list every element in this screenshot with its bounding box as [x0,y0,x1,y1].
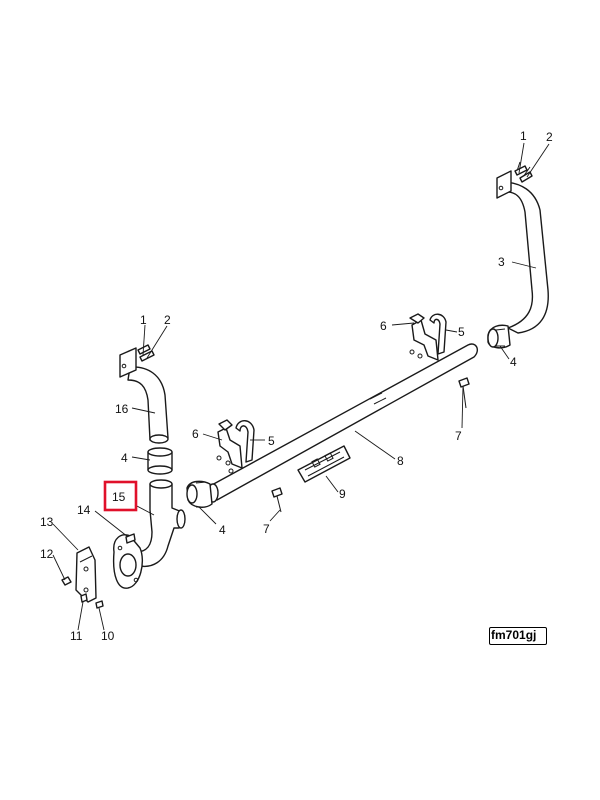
mid-pipe-clamp [186,480,213,508]
callout-labels: 1 2 3 4 6 5 7 1 2 16 6 5 8 4 9 15 14 7 4… [40,129,553,643]
lower-left-clamp [147,447,173,475]
left-flange-bolts [137,344,155,362]
reference-code-box [489,627,547,645]
bolt-11 [80,593,88,603]
right-pipe-flange [496,170,512,199]
callout-label: 4 [121,451,128,465]
right-pipe-clamp [487,324,511,349]
callout-label: 4 [219,523,226,537]
callout-label: 8 [397,454,404,468]
nut-10 [95,600,104,609]
callout-label: 15 [112,490,126,504]
callout-label: 1 [520,129,527,143]
callout-label: 2 [164,313,171,327]
highlight-box [103,480,138,512]
callout-label: 14 [77,503,91,517]
right-curved-pipe [502,181,549,334]
callout-label: 5 [268,434,275,448]
y-connector-pipe [135,479,186,568]
callout-label: 5 [458,325,465,339]
callout-label: 3 [498,255,505,269]
callout-label: 9 [339,487,346,501]
callout-label: 6 [380,319,387,333]
heat-shield-plate [297,445,351,483]
y-pipe-flange [112,534,144,589]
callout-label: 13 [40,515,54,529]
bolt-right [458,377,470,409]
mid-hanger-bracket [216,419,255,474]
callout-label: 6 [192,427,199,441]
mounting-bracket [75,546,97,603]
callout-label: 16 [115,402,129,416]
upper-right-hanger-bracket [409,313,447,361]
callout-label: 11 [70,629,83,643]
callout-label: 10 [101,629,115,643]
callout-label: 7 [455,429,462,443]
left-pipe-flange [119,347,137,378]
bolt-mid [271,487,283,513]
leader-lines [52,142,550,631]
callout-label: 12 [40,547,54,561]
left-curved-pipe [127,366,169,444]
callout-label: 2 [546,130,553,144]
right-flange-bolts [514,161,533,183]
callout-label: 1 [140,313,147,327]
nut-12 [61,576,72,586]
callout-label: 4 [510,355,517,369]
stud-14 [125,533,136,544]
callout-label: 7 [263,522,270,536]
reference-code: fm701gj [491,628,537,642]
